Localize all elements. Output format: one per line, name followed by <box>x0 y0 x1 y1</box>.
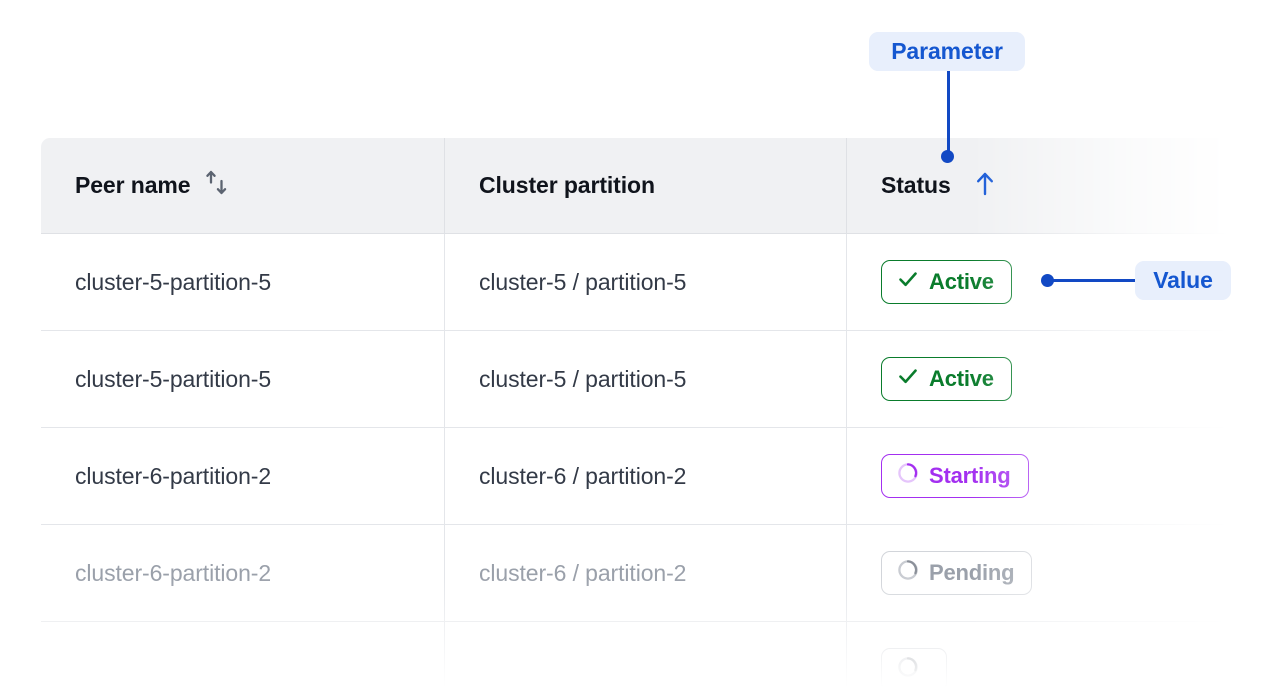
column-header-peer-name[interactable]: Peer name <box>41 138 445 234</box>
status-badge-label: Active <box>929 269 994 294</box>
spinner-icon <box>896 558 920 588</box>
cell-cluster-partition <box>444 621 847 688</box>
status-badge: Starting <box>881 454 1029 498</box>
check-icon <box>896 267 920 297</box>
column-header-status[interactable]: Status <box>846 138 1272 234</box>
spinner-icon <box>896 461 920 491</box>
table-row[interactable]: cluster-6-partition-2 cluster-6 / partit… <box>41 524 1272 622</box>
status-badge-label: Pending <box>929 560 1015 585</box>
status-badge <box>881 648 947 688</box>
table-body: cluster-5-partition-5 cluster-5 / partit… <box>41 233 1272 688</box>
cell-status: Active <box>846 330 1272 428</box>
value-anchor-dot <box>1041 274 1054 287</box>
status-badge: Active <box>881 260 1012 304</box>
column-header-cluster-partition-label: Cluster partition <box>479 172 655 198</box>
cell-status <box>846 621 1272 688</box>
cell-cluster-partition: cluster-6 / partition-2 <box>444 524 847 622</box>
parameter-callout: Parameter <box>869 32 1025 71</box>
value-leader-line <box>1048 279 1136 282</box>
status-badge-label: Starting <box>929 463 1011 488</box>
cell-status: Starting <box>846 427 1272 525</box>
cell-cluster-partition: cluster-5 / partition-5 <box>444 330 847 428</box>
table-header-row: Peer name Cluster partition <box>41 138 1272 234</box>
arrow-up-icon[interactable] <box>973 169 997 203</box>
cell-peer-name: cluster-5-partition-5 <box>41 330 445 428</box>
peers-table-container: Peer name Cluster partition <box>40 137 1272 688</box>
peers-table: Peer name Cluster partition <box>40 137 1272 688</box>
table-row[interactable]: cluster-6-partition-2 cluster-6 / partit… <box>41 427 1272 525</box>
column-header-peer-name-label: Peer name <box>75 172 191 198</box>
table-fade-mask: Peer name Cluster partition <box>40 137 1272 688</box>
cell-cluster-partition: cluster-5 / partition-5 <box>444 233 847 331</box>
cell-peer-name: cluster-6-partition-2 <box>41 427 445 525</box>
cell-peer-name: cluster-5-partition-5 <box>41 233 445 331</box>
status-badge: Active <box>881 357 1012 401</box>
value-callout: Value <box>1135 261 1231 300</box>
column-header-cluster-partition[interactable]: Cluster partition <box>444 138 847 234</box>
table-header: Peer name Cluster partition <box>41 138 1272 234</box>
status-badge: Pending <box>881 551 1033 595</box>
spinner-icon <box>896 655 920 685</box>
table-row[interactable] <box>41 621 1272 688</box>
parameter-leader-line <box>946 71 950 156</box>
sort-updown-icon[interactable] <box>204 168 230 204</box>
table-row[interactable]: cluster-5-partition-5 cluster-5 / partit… <box>41 233 1272 331</box>
status-badge-label: Active <box>929 366 994 391</box>
cell-peer-name <box>41 621 445 688</box>
cell-cluster-partition: cluster-6 / partition-2 <box>444 427 847 525</box>
column-header-status-label: Status <box>881 172 951 198</box>
cell-status: Active <box>846 233 1272 331</box>
check-icon <box>896 364 920 394</box>
cell-status: Pending <box>846 524 1272 622</box>
cell-peer-name: cluster-6-partition-2 <box>41 524 445 622</box>
table-row[interactable]: cluster-5-partition-5 cluster-5 / partit… <box>41 330 1272 428</box>
parameter-anchor-dot <box>941 150 954 163</box>
